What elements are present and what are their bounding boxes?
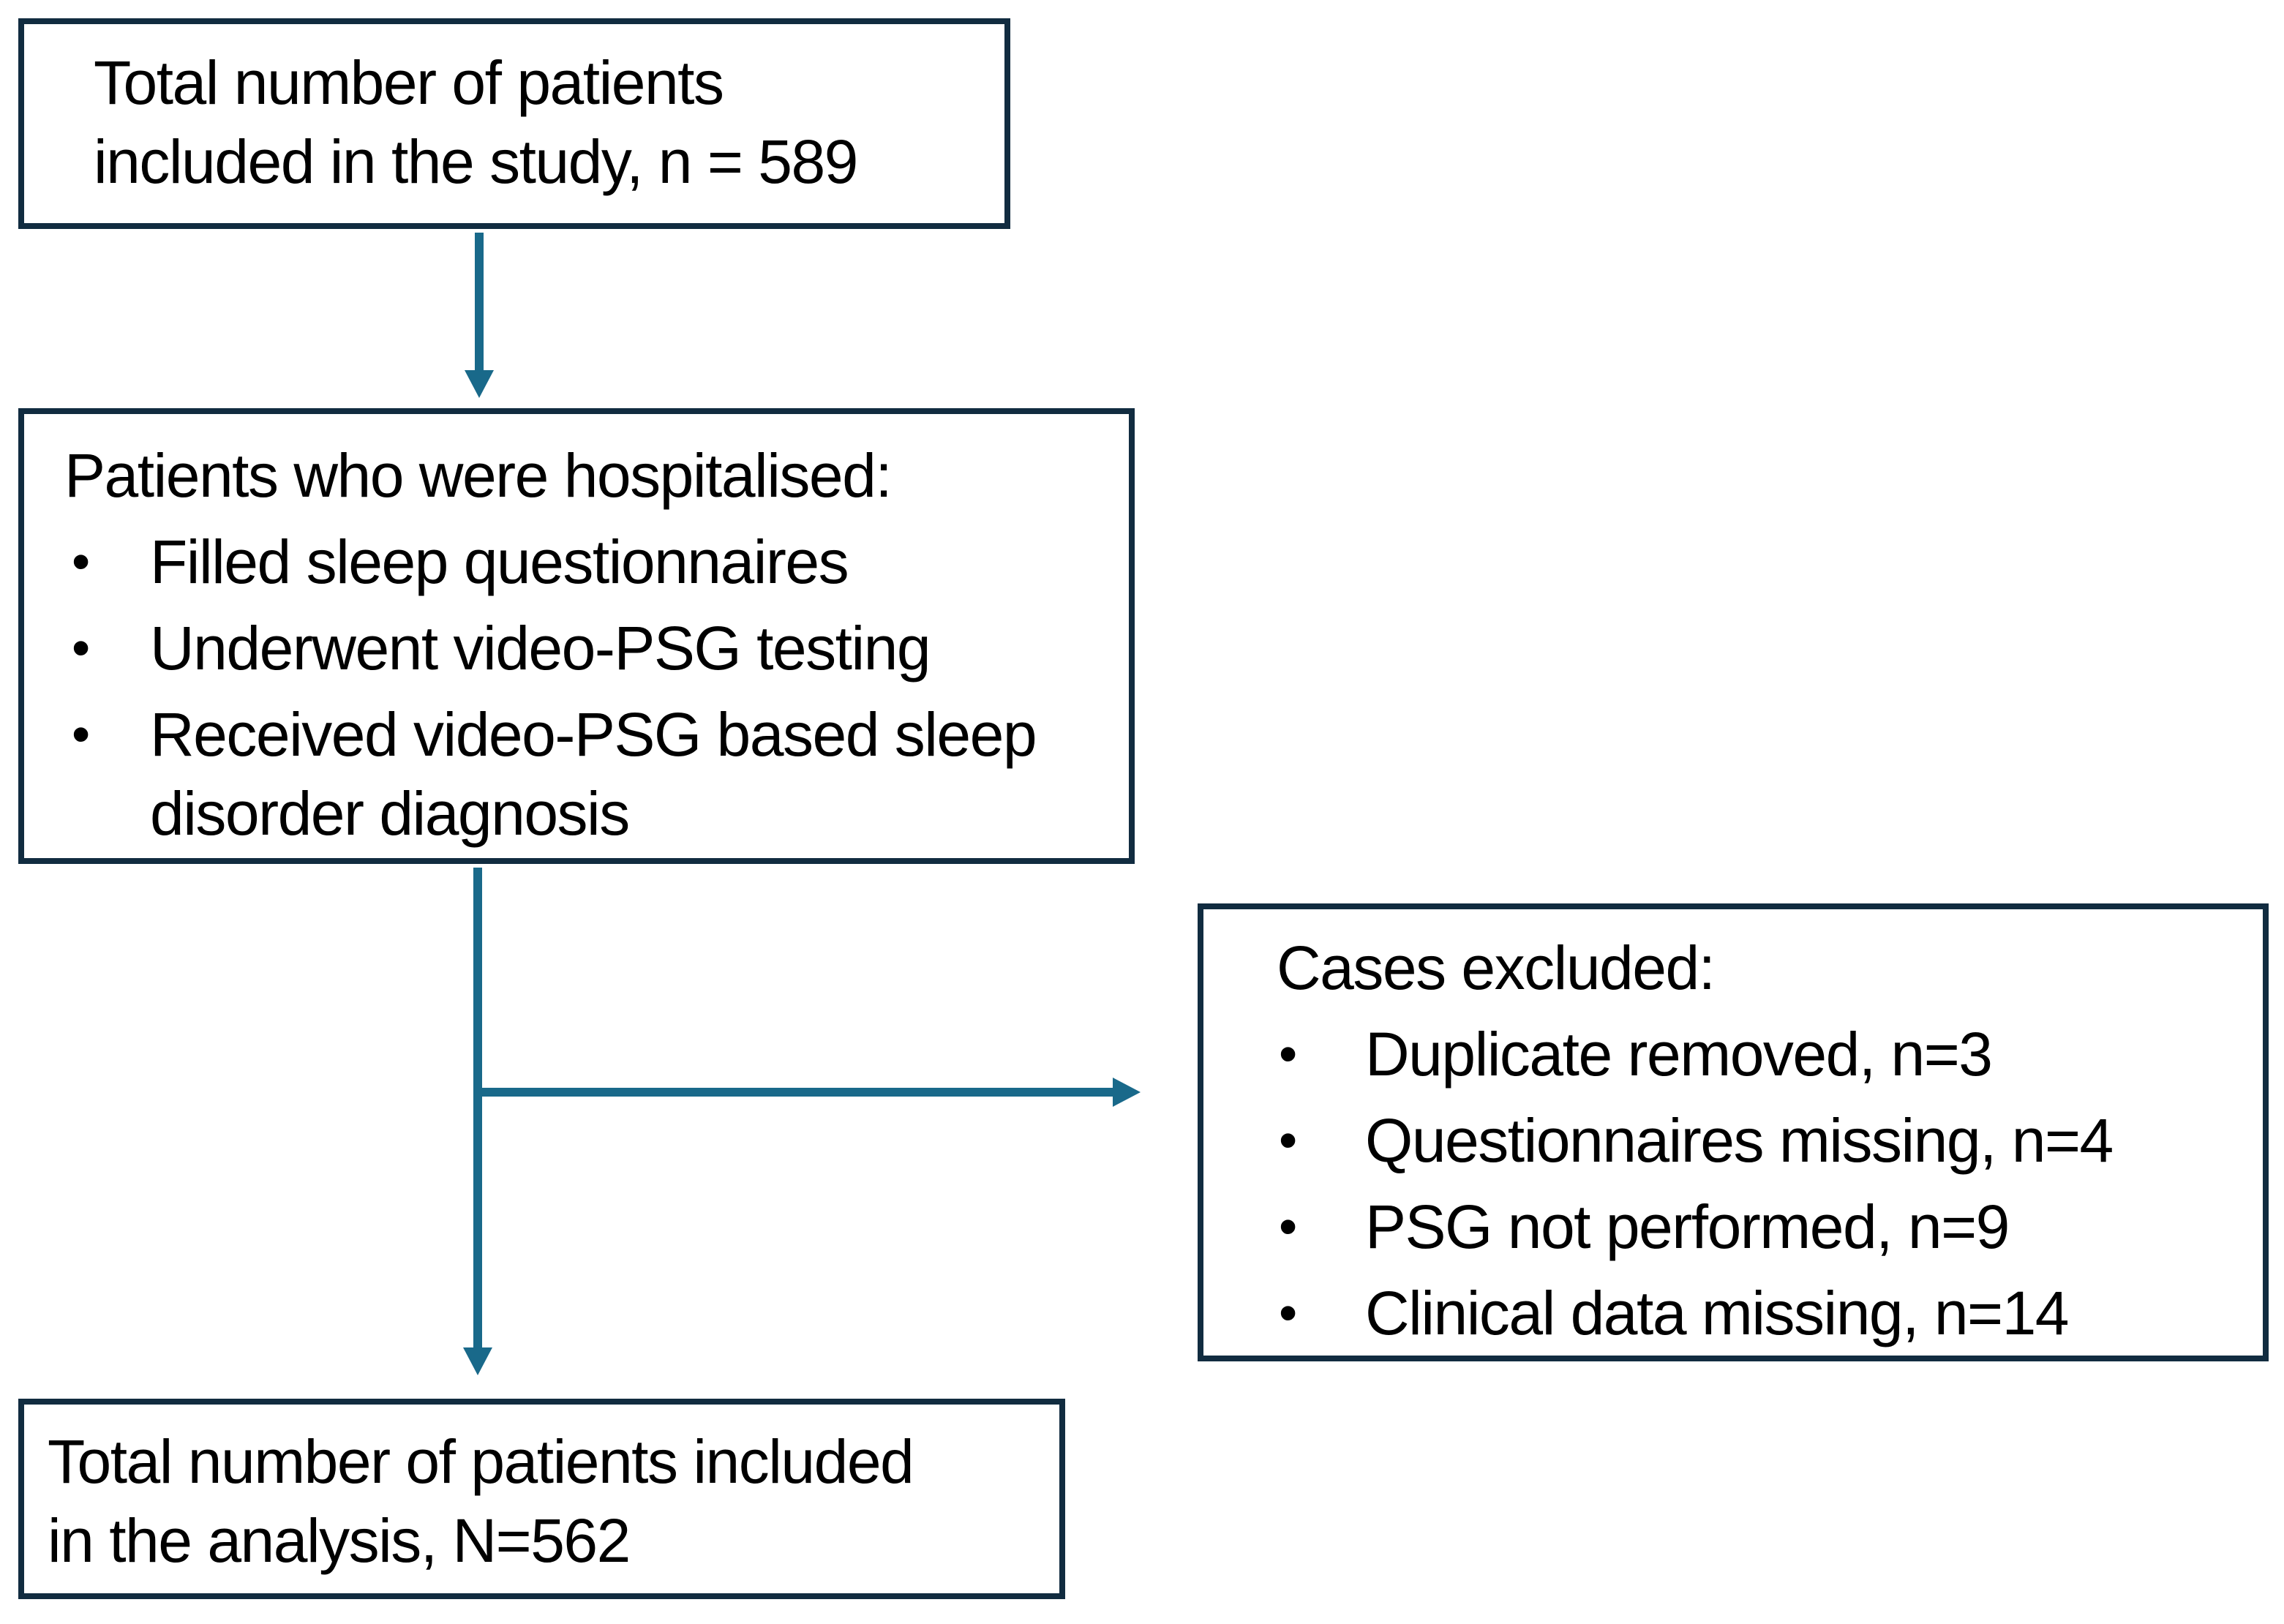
- bullet-icon: •: [1279, 1111, 1297, 1170]
- list-item: • Received video-PSG based sleep disorde…: [64, 695, 1114, 853]
- bullet-icon: •: [72, 705, 90, 764]
- arrow-head-right-icon: [1113, 1078, 1141, 1107]
- hospitalised-bullet-3: Received video-PSG based sleep disorder …: [150, 700, 1037, 848]
- arrow-shaft: [475, 233, 484, 372]
- box-hospitalised: Patients who were hospitalised: • Filled…: [18, 408, 1135, 864]
- analysis-line-2: in the analysis, N=562: [48, 1506, 631, 1575]
- box-total-study: Total number of patients included in the…: [18, 18, 1010, 229]
- list-item: • Questionnaires missing, n=4: [1277, 1101, 2248, 1180]
- arrow-head-down-icon: [465, 370, 494, 398]
- arrow-shaft: [473, 868, 482, 1349]
- total-study-line-2: included in the study, n = 589: [94, 127, 858, 196]
- excluded-bullet-1: Duplicate removed, n=3: [1365, 1020, 1993, 1089]
- list-item: • Underwent video-PSG testing: [64, 609, 1114, 688]
- hospitalised-bullet-1: Filled sleep questionnaires: [150, 527, 849, 596]
- arrow-head-down-icon: [463, 1347, 492, 1375]
- hospitalised-bullet-2: Underwent video-PSG testing: [150, 614, 931, 683]
- box-excluded: Cases excluded: • Duplicate removed, n=3…: [1198, 903, 2269, 1361]
- bullet-icon: •: [1279, 1284, 1297, 1342]
- list-item: • PSG not performed, n=9: [1277, 1187, 2248, 1266]
- bullet-icon: •: [1279, 1025, 1297, 1083]
- box-analysis: Total number of patients included in the…: [18, 1399, 1065, 1599]
- bullet-icon: •: [72, 619, 90, 677]
- excluded-heading: Cases excluded:: [1277, 933, 1716, 1002]
- arrow-shaft: [478, 1088, 1114, 1097]
- list-item: • Filled sleep questionnaires: [64, 522, 1114, 601]
- excluded-bullet-4: Clinical data missing, n=14: [1365, 1279, 2070, 1347]
- list-item: • Duplicate removed, n=3: [1277, 1015, 2248, 1094]
- analysis-line-1: Total number of patients included: [48, 1427, 914, 1496]
- bullet-icon: •: [1279, 1198, 1297, 1256]
- excluded-bullet-3: PSG not performed, n=9: [1365, 1192, 2010, 1261]
- excluded-bullet-2: Questionnaires missing, n=4: [1365, 1106, 2114, 1175]
- total-study-line-1: Total number of patients: [94, 48, 724, 117]
- list-item: • Clinical data missing, n=14: [1277, 1274, 2248, 1353]
- hospitalised-heading: Patients who were hospitalised:: [64, 441, 893, 510]
- bullet-icon: •: [72, 533, 90, 591]
